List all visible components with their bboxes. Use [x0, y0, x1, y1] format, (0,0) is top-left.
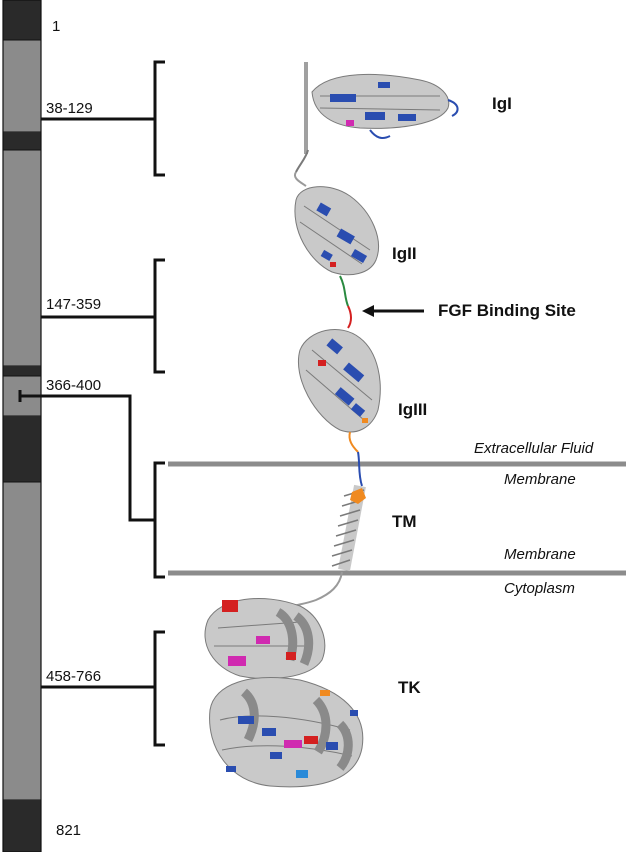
sequence-start-label: 1 [52, 18, 61, 35]
bracket-igIII [153, 258, 165, 374]
region-cytoplasm-label: Cytoplasm [504, 580, 575, 597]
domain-name-igII: IgII [392, 244, 417, 263]
domain-name-tm: TM [392, 512, 417, 531]
domain-name-igI: IgI [492, 94, 512, 113]
bar-segment-c-term [3, 800, 41, 852]
domain-name-tk: TK [398, 678, 421, 697]
bar-segment-igII-igIII [2, 149, 42, 367]
ribbon-tm [331, 484, 366, 572]
protein-structure [204, 62, 459, 788]
ribbon-igI-strand-vertical [304, 62, 308, 154]
ribbon-igI [295, 62, 459, 173]
ribbon-igIII [298, 305, 381, 453]
connector-tm [20, 394, 155, 522]
arrow-left-icon [362, 305, 424, 317]
bracket-igI [153, 60, 165, 177]
sequence-bar [2, 0, 42, 852]
domain-range-igI: 38-129 [46, 100, 93, 117]
domain-range-tk: 458-766 [46, 668, 102, 685]
domain-name-igIII: IgIII [398, 400, 428, 419]
domain-range-igIII: 147-359 [46, 296, 102, 313]
ribbon-tk [204, 597, 364, 788]
bracket-tk [153, 630, 165, 747]
brackets [153, 60, 165, 747]
bar-segment-tk [2, 481, 42, 801]
bar-segment-linker-2 [3, 366, 41, 376]
region-membrane-bottom-label: Membrane [504, 546, 576, 563]
connector-lines [18, 117, 155, 689]
domain-range-tm: 366-400 [46, 377, 102, 394]
region-membrane-top-label: Membrane [504, 471, 576, 488]
bracket-tm [153, 461, 165, 579]
fgf-binding-site-label: FGF Binding Site [438, 301, 576, 320]
sequence-end-label: 821 [56, 822, 82, 839]
ribbon-igII [294, 186, 379, 307]
region-extracellular-label: Extracellular Fluid [474, 440, 594, 457]
bar-segment-linker-1 [3, 132, 41, 150]
bar-segment-jm [3, 416, 41, 482]
membrane-lines [168, 461, 626, 576]
bar-segment-n-term [3, 0, 41, 40]
bar-segment-igI [2, 39, 42, 133]
bar-outline [2, 0, 42, 852]
